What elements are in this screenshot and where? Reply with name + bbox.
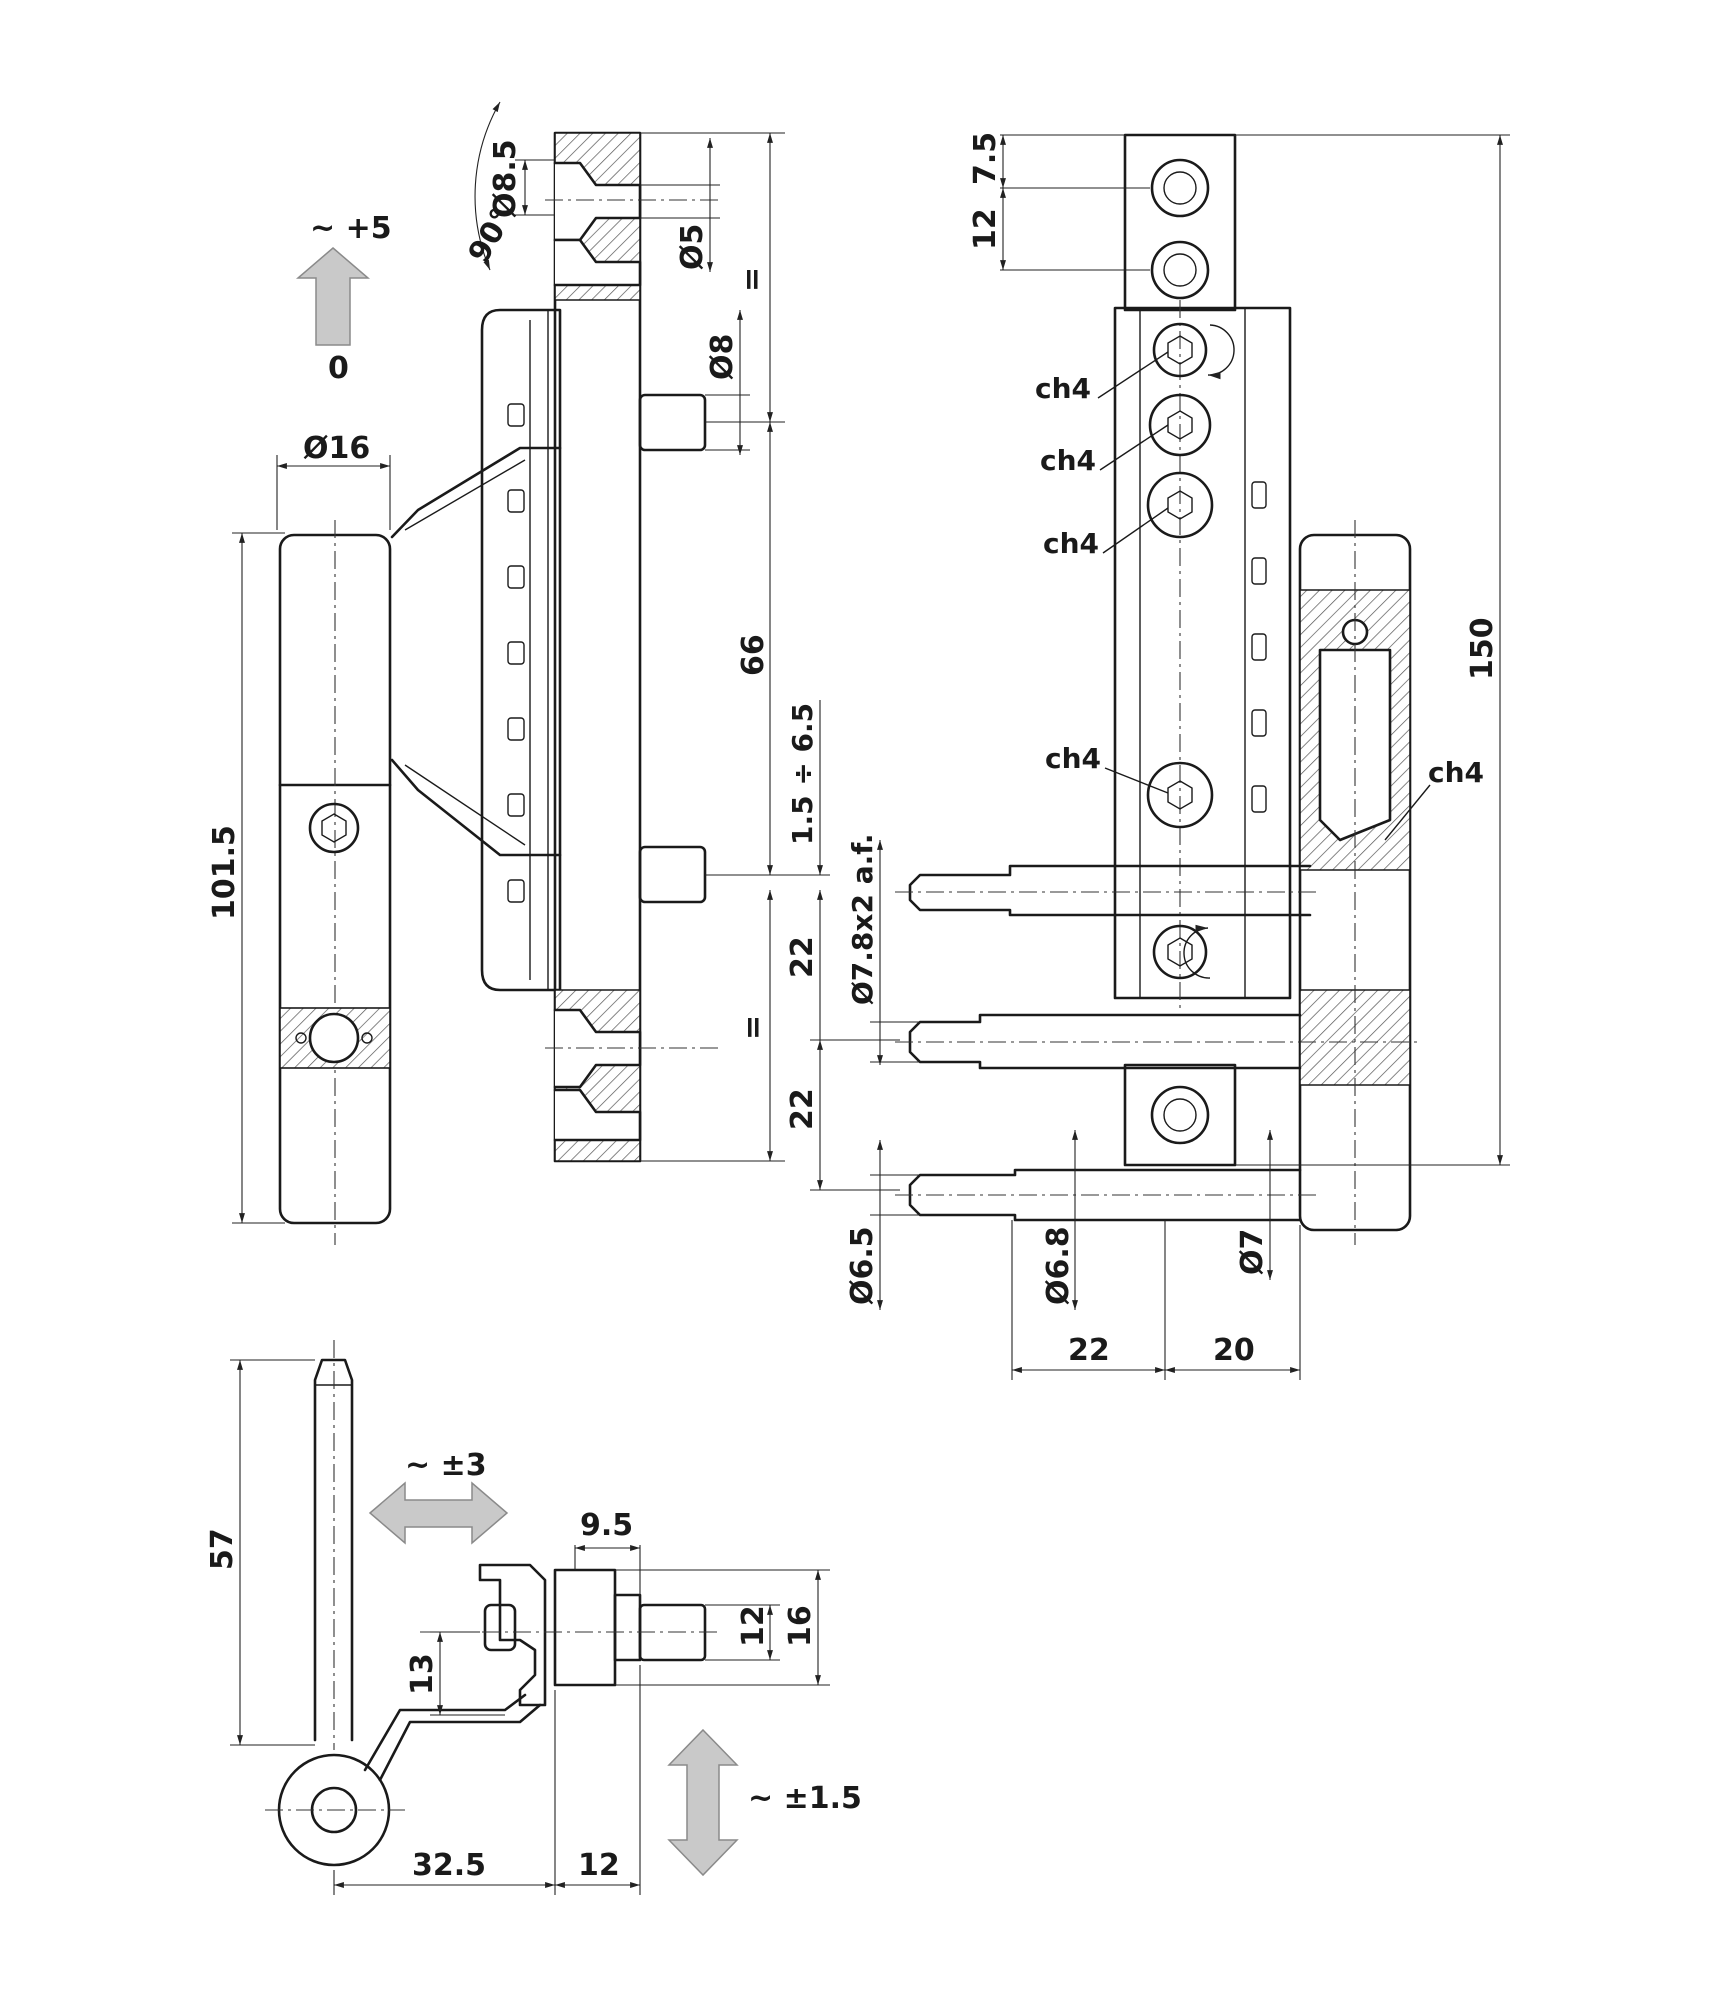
dia-6-5-label: Ø6.5 [845,1226,880,1305]
len-32-5-label: 32.5 [412,1848,486,1883]
len-12-bottom-label: 12 [578,1848,620,1883]
adjust-height-zero-label: 0 [328,351,349,386]
adjust-side-label: ~ ±3 [405,1448,487,1483]
len-101-5-label: 101.5 [207,825,242,920]
bottom-strap [1123,1063,1237,1167]
height-adjust-arrow-icon [295,247,371,346]
dia-8-5-label: Ø8.5 [488,139,523,218]
barrel-screw-icon [308,802,360,854]
dia-16-label: Ø16 [303,431,370,466]
front-view: ~ +5 0 Ø16 101.5 [207,101,900,1245]
len-22-c-label: 22 [1068,1333,1110,1368]
side-adjust-arrow-icon [368,1481,509,1545]
compress-adjust-arrow-icon [667,1728,739,1877]
ch4-screw-icon [1148,393,1212,457]
adjust-body [480,308,562,992]
ch4-screw-icon [1146,761,1214,829]
ch4-label-2: ch4 [1040,444,1096,477]
len-22-a-label: 22 [785,936,820,978]
strap-hole-2 [1150,240,1210,300]
len-22-b-label: 22 [785,1088,820,1130]
strap-hole-1 [1150,158,1210,218]
ch4-screw-icon [1152,924,1208,980]
ch4-label-1: ch4 [1035,372,1091,405]
len-150-label: 150 [1465,617,1500,680]
len-57-label: 57 [205,1528,240,1570]
pin-af-label: Ø7.8x2 a.f. [846,833,879,1005]
len-12-top-label: 12 [968,208,1003,250]
ch4-label-3: ch4 [1043,527,1099,560]
ch4-screw-icon [1146,471,1214,539]
adjust-ribs [507,310,549,990]
side-view: 7.5 12 150 ch4 ch4 ch4 ch4 ch4 Ø7.8x2 a.… [845,132,1510,1380]
adjust-compress-label: ~ ±1.5 [748,1781,862,1816]
len-16-label: 16 [783,1605,818,1647]
side-body [1113,306,1292,1000]
ch4-label-5: ch4 [1428,756,1484,789]
dia-7-label: Ø7 [1235,1229,1270,1275]
top-view: ~ ±3 ~ ±1.5 57 9.5 12 16 13 32. [205,1340,862,1895]
top-bracket [478,1563,547,1707]
eq-bottom-label: = [736,1015,771,1040]
pin-1 [908,864,1312,917]
gap-1-5-6-5-label: 1.5 ÷ 6.5 [786,703,819,845]
upper-pin [638,393,707,452]
ch4-label-4: ch4 [1045,742,1101,775]
len-7-5-label: 7.5 [968,132,1003,185]
len-13-label: 13 [405,1653,440,1695]
dia-5-label: Ø5 [675,224,710,270]
top-pin [313,1358,354,1742]
len-12-mid-label: 12 [736,1605,771,1647]
adjust-height-plus-label: ~ +5 [310,211,392,246]
dia-8-label: Ø8 [705,334,740,380]
lower-pin [638,845,707,904]
len-9-5-label: 9.5 [580,1508,633,1543]
eq-top-label: = [735,267,770,292]
len-66-label: 66 [736,634,771,676]
dia-6-8-label: Ø6.8 [1041,1226,1076,1305]
side-ribs [1251,481,1267,813]
adjust-screws [1146,322,1235,980]
ch4-screw-icon [1152,322,1208,378]
len-20-label: 20 [1213,1333,1255,1368]
